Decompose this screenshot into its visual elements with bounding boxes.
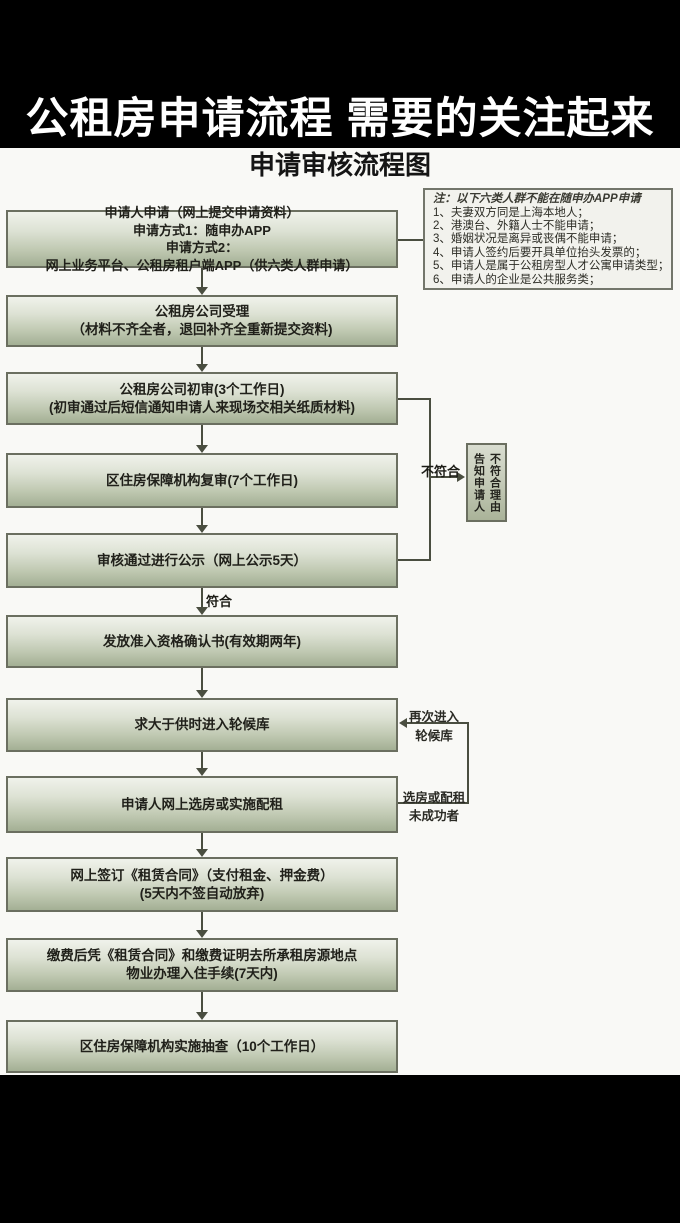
notify-applicant-box: 告知申请人 不符合理由 — [466, 443, 507, 522]
flow-step-acceptance: 公租房公司受理 （材料不齐全者，退回补齐全重新提交资料) — [6, 295, 398, 347]
step-text: 审核通过进行公示（网上公示5天） — [96, 552, 307, 568]
step-text: 求大于供时进入轮候库 — [134, 717, 270, 732]
flow-step-contract: 网上签订《租赁合同》（支付租金、押金费） (5天内不签自动放弃) — [6, 857, 398, 912]
step-text: 物业办理入住手续(7天内) — [126, 966, 278, 981]
feedback-line — [406, 722, 468, 724]
reenter-label: 轮候库 — [415, 729, 453, 743]
fail-branch-line — [398, 398, 431, 400]
note-item: 4、申请人签约后要开具单位抬头发票的； — [433, 246, 647, 259]
step-text: (5天内不签自动放弃) — [139, 885, 265, 901]
flow-step-district-review: 区住房保障机构复审(7个工作日) — [6, 453, 398, 508]
bottom-banner — [0, 1075, 680, 1223]
flow-step-initial-review: 公租房公司初审(3个工作日) (初审通过后短信通知申请人来现场交相关纸质材料) — [6, 372, 398, 425]
connector-line — [201, 508, 203, 526]
connector-line — [201, 668, 203, 691]
note-item: 2、港澳台、外籍人士不能申请； — [433, 219, 601, 232]
note-item: 1、夫妻双方同是上海本地人； — [433, 206, 589, 219]
arrow-down-icon — [196, 525, 208, 533]
arrow-down-icon — [196, 287, 208, 295]
step-text: (初审通过后短信通知申请人来现场交相关纸质材料) — [49, 399, 355, 415]
page-title: 申请审核流程图 — [248, 150, 431, 180]
step-text: 申请人申请（网上提交申请资料） — [104, 205, 300, 220]
arrow-down-icon — [196, 364, 208, 372]
step-text: 区住房保障机构复审(7个工作日) — [106, 472, 298, 488]
arrow-down-icon — [196, 768, 208, 776]
connector-line — [201, 268, 203, 288]
step-text: （材料不齐全者，退回补齐全重新提交资料) — [71, 322, 333, 337]
flow-step-apply: 申请人申请（网上提交申请资料） 申请方式1：随申办APP 申请方式2： 网上业务平… — [6, 205, 398, 273]
arrow-left-icon — [399, 718, 407, 728]
feedback-line — [398, 802, 469, 804]
reenter-label: 再次进入 — [408, 710, 459, 724]
arrow-down-icon — [196, 849, 208, 857]
method-value: 网上业务平台、公租房租户端APP（供六类人群申请） — [45, 257, 359, 273]
step-text: 申请方式1：随申办APP — [133, 222, 271, 240]
step-text: 公租房公司初审(3个工作日) — [119, 381, 285, 397]
flow-step-waitlist: 求大于供时进入轮候库 — [6, 698, 398, 752]
flow-step-check-in: 缴费后凭《租赁合同》和缴费证明去所承租房源地点 物业办理入住手续(7天内) — [6, 938, 398, 992]
connector-line — [201, 347, 203, 365]
step-text: 缴费后凭《租赁合同》和缴费证明去所承租房源地点 — [46, 948, 358, 963]
note-box: 注：以下六类人群不能在随申办APP申请 1、夫妻双方同是上海本地人； 2、港澳台… — [423, 188, 673, 290]
flow-step-spot-check: 区住房保障机构实施抽查（10个工作日） — [6, 1020, 398, 1073]
flow-step-certificate: 发放准入资格确认书(有效期两年) — [6, 615, 398, 668]
step-text: 发放准入资格确认书(有效期两年) — [103, 633, 301, 649]
method-value: 随申办APP — [205, 222, 271, 238]
method-label: 申请方式1： — [133, 222, 206, 238]
top-banner — [0, 0, 680, 148]
step-text: 网上签订《租赁合同》（支付租金、押金费） — [70, 867, 334, 883]
arrow-down-icon — [196, 445, 208, 453]
fail-branch-line — [398, 559, 431, 561]
note-item: 5、申请人是属于公租房型人才公寓申请类型； — [433, 260, 670, 273]
arrow-down-icon — [196, 607, 208, 615]
note-list: 1、夫妻双方同是上海本地人； 2、港澳台、外籍人士不能申请； 3、婚姻状况是离异… — [433, 207, 671, 287]
fail-branch-line — [429, 398, 431, 561]
unsuccessful-label: 未成功者 — [408, 809, 459, 823]
step-text: 区住房保障机构实施抽查（10个工作日） — [79, 1038, 325, 1054]
arrow-down-icon — [196, 930, 208, 938]
fail-branch-line — [429, 476, 459, 478]
connector-line — [201, 912, 203, 931]
note-header: 注：以下六类人群不能在随申办APP申请 — [433, 193, 641, 205]
flow-step-house-selection: 申请人网上选房或实施配租 — [6, 776, 398, 833]
unsuccessful-label: 选房或配租 — [402, 791, 466, 805]
feedback-line — [467, 722, 469, 804]
note-item: 3、婚姻状况是离异或丧偶不能申请； — [433, 233, 624, 246]
pass-label: 符合 — [206, 594, 233, 609]
step-text: 公租房公司受理 — [154, 304, 250, 319]
note-connector-line — [398, 239, 423, 241]
connector-line — [201, 833, 203, 850]
fail-label: 不符合 — [421, 464, 461, 479]
connector-line — [201, 752, 203, 769]
connector-line — [201, 425, 203, 446]
arrow-down-icon — [196, 690, 208, 698]
connector-line — [201, 588, 203, 608]
note-item: 6、申请人的企业是公共服务类； — [433, 273, 601, 286]
arrow-right-icon — [457, 472, 465, 482]
method-label: 申请方式2： — [165, 240, 239, 255]
banner-title: 公租房申请流程 需要的关注起来 — [25, 95, 655, 143]
step-text: 申请方式2： 网上业务平台、公租房租户端APP（供六类人群申请） — [12, 239, 392, 274]
step-text: 申请人网上选房或实施配租 — [121, 796, 283, 812]
connector-line — [201, 992, 203, 1013]
flow-step-publicity: 审核通过进行公示（网上公示5天） — [6, 533, 398, 588]
arrow-down-icon — [196, 1012, 208, 1020]
